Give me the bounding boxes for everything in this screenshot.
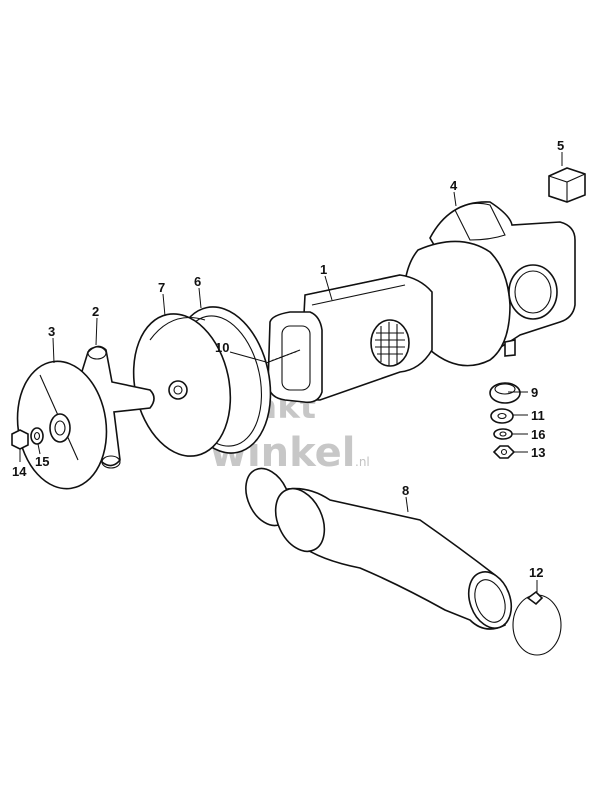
part-3-cover — [16, 360, 108, 490]
callout-3: 3 — [48, 324, 55, 339]
callout-14: 14 — [12, 464, 27, 479]
callout-15: 15 — [35, 454, 49, 469]
callouts: 1 2 3 4 5 6 7 8 9 10 11 12 13 14 15 16 — [12, 138, 564, 580]
part-8-hose — [245, 467, 513, 630]
callout-5: 5 — [557, 138, 564, 153]
callout-11: 11 — [531, 408, 545, 423]
watermark-suffix: .nl — [355, 455, 370, 469]
part-15-washer — [30, 427, 44, 445]
part-12-clamp — [512, 590, 562, 656]
callout-16: 16 — [531, 427, 545, 442]
callout-10: 10 — [215, 340, 229, 355]
part-2-holder — [69, 345, 155, 469]
callout-7: 7 — [158, 280, 165, 295]
part-16-washer — [493, 428, 513, 440]
part-1-filter-element — [267, 274, 433, 404]
leader-lines — [19, 152, 563, 592]
part-9-grommet — [489, 382, 521, 404]
callout-6: 6 — [194, 274, 201, 289]
part-7-filter-disc — [132, 313, 232, 457]
part-5-cube — [548, 167, 586, 203]
callout-1: 1 — [320, 262, 327, 277]
callout-2: 2 — [92, 304, 99, 319]
callout-9: 9 — [531, 385, 538, 400]
callout-12: 12 — [529, 565, 543, 580]
callout-8: 8 — [402, 483, 409, 498]
callout-4: 4 — [450, 178, 458, 193]
part-13-nut — [492, 445, 516, 459]
callout-13: 13 — [531, 445, 545, 460]
part-14-nut — [11, 429, 29, 450]
part-11-washer — [490, 408, 514, 424]
part-4-housing — [403, 201, 576, 367]
